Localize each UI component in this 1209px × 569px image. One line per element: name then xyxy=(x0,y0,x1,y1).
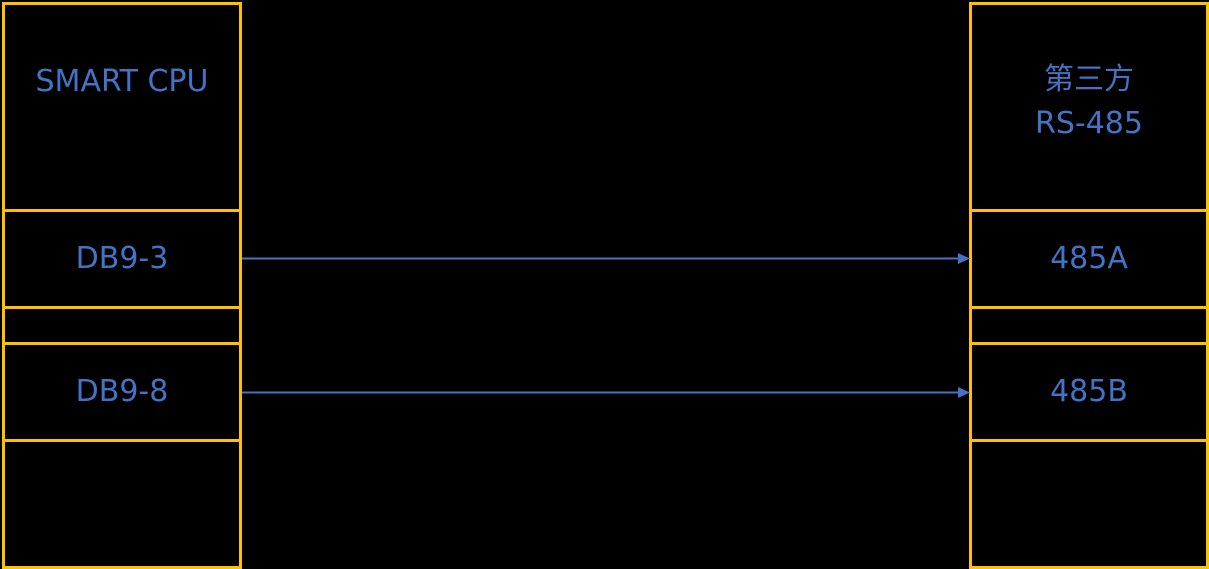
left-device-title-box: SMART CPU xyxy=(2,2,242,213)
right-pin-485a: 485A xyxy=(969,209,1209,309)
right-device-title: 第三方 RS-485 xyxy=(1035,62,1143,141)
pin-label: DB9-3 xyxy=(75,241,169,277)
left-spacer xyxy=(2,306,242,345)
pin-label: DB9-8 xyxy=(75,374,169,410)
arrow-db9-3-to-485a xyxy=(242,253,970,264)
pin-label: 485B xyxy=(1050,374,1128,410)
arrow-db9-8-to-485b xyxy=(242,387,970,398)
right-bottom-box xyxy=(969,439,1209,569)
left-pin-db9-8: DB9-8 xyxy=(2,342,242,442)
right-pin-485b: 485B xyxy=(969,342,1209,442)
left-bottom-box xyxy=(2,439,242,569)
pin-label: 485A xyxy=(1050,241,1128,277)
left-pin-db9-3: DB9-3 xyxy=(2,209,242,309)
right-device-title-box: 第三方 RS-485 xyxy=(969,2,1209,213)
right-spacer xyxy=(969,306,1209,345)
left-device-title: SMART CPU xyxy=(35,64,209,99)
